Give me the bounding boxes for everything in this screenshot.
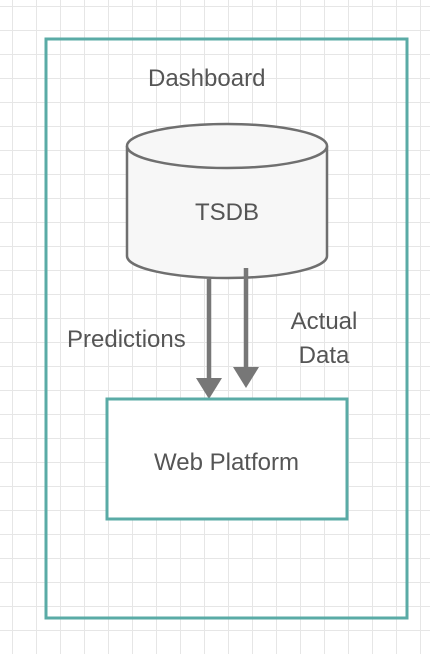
tsdb-cylinder[interactable] — [125, 122, 329, 280]
actual-data-label-line1: Actual — [290, 308, 358, 335]
dashboard-label: Dashboard — [148, 65, 266, 92]
web-platform-label: Web Platform — [154, 449, 299, 476]
tsdb-label: TSDB — [194, 199, 259, 226]
predictions-label: Predictions — [67, 326, 186, 353]
tsdb-cylinder-body — [125, 146, 329, 280]
actual-data-arrowhead — [233, 367, 259, 388]
dashboard-container[interactable] — [44, 37, 409, 620]
predictions-arrowhead — [196, 378, 222, 399]
tsdb-cylinder-top — [125, 122, 329, 170]
actual-data-arrow[interactable] — [233, 268, 259, 388]
actual-data-label-line2: Data — [298, 342, 350, 369]
actual-data-label: Actual Data — [276, 305, 372, 373]
web-platform-box[interactable] — [105, 397, 349, 521]
predictions-arrow[interactable] — [196, 279, 222, 399]
